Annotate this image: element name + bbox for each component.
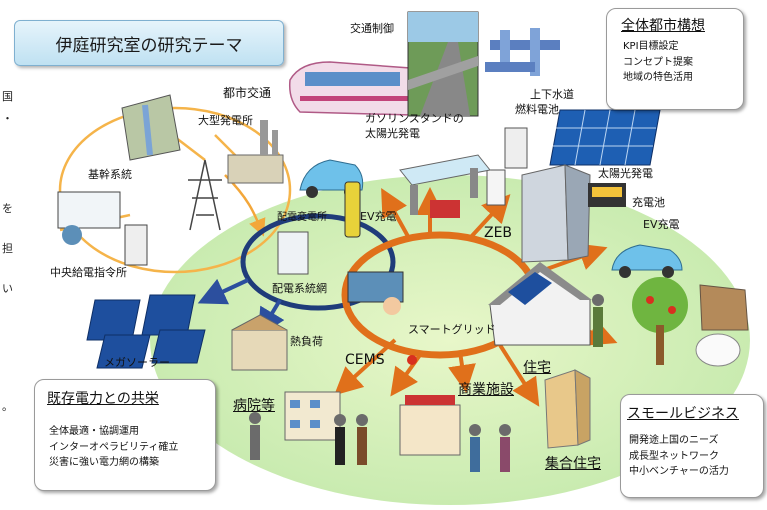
small-business-item: 開発途上国のニーズ: [629, 435, 719, 446]
sg-arrow-zeb: [468, 194, 511, 240]
zeb-side-unit: [486, 169, 506, 206]
gas-station-illustration: [399, 154, 491, 218]
tree-illustration: [632, 277, 688, 365]
house-illustration: [488, 262, 592, 346]
edge-char-1: 国: [2, 90, 13, 103]
label-water-supply: 上下水道: [530, 88, 574, 101]
small-business-item: 中小ベンチャーの活力: [629, 466, 729, 477]
label-traffic-control: 交通制御: [350, 22, 394, 35]
edge-char-4: 担: [2, 242, 13, 255]
coexistence-item: インターオペラビリティ確立: [49, 441, 179, 453]
solar-panel-illustration: [549, 109, 661, 166]
sg-arrow-commercial: [448, 351, 476, 393]
sg-arrow-ev: [381, 188, 412, 241]
edge-char-5: い: [2, 282, 13, 295]
ev-charger-post: [344, 181, 361, 238]
label-distribution-network: 配電系統網: [272, 282, 327, 295]
chicken-illustration: [695, 284, 749, 367]
label-battery: 充電池: [632, 196, 665, 209]
coexistence-list: 全体最適・協調運用 インターオペラビリティ確立 災害に強い電力網の構築: [49, 424, 178, 471]
small-business-box: スモールビジネス 開発途上国のニーズ 成長型ネットワーク 中小ベンチャーの活力: [620, 394, 764, 498]
apartments-illustration: [544, 369, 591, 449]
dam-illustration: [121, 94, 181, 161]
trunk-grid-ring: [58, 106, 292, 274]
label-substation: 配電変電所: [277, 212, 327, 223]
traffic-control-illustration: [407, 11, 479, 117]
train-illustration: [288, 61, 413, 116]
coexistence-item: 災害に強い電力網の構築: [49, 457, 159, 468]
city-plan-box: 全体都市構想 KPI目標設定 コンセプト提案 地域の特色活用: [606, 8, 744, 110]
coexistence-title: 既存電力との共栄: [47, 391, 159, 407]
label-zeb: ZEB: [484, 225, 513, 241]
heat-load-illustration: [231, 314, 288, 371]
label-ev-charging-1: EV充電: [360, 210, 397, 223]
mega-solar-illustration: [86, 294, 206, 369]
cems-marker: [407, 355, 417, 365]
hospital-illustration: [284, 391, 341, 441]
small-business-title: スモールビジネス: [627, 406, 739, 422]
edge-char-3: を: [2, 202, 13, 215]
arrow-to-mega-solar: [197, 278, 249, 305]
water-pipe-illustration: [485, 28, 560, 76]
label-urban-transport: 都市交通: [223, 86, 272, 100]
edge-char-2: ・: [2, 112, 13, 125]
sg-arrow-apartments: [498, 343, 540, 407]
label-central-dispatch: 中央給電指令所: [50, 266, 127, 279]
label-hospital: 病院等: [233, 398, 275, 414]
ev-car-right: [611, 244, 683, 278]
label-solar-power: 太陽光発電: [598, 167, 653, 180]
city-plan-title: 全体都市構想: [621, 18, 705, 34]
distribution-ring: [240, 213, 396, 311]
label-mega-solar: メガソーラー: [104, 356, 170, 369]
small-business-item: 成長型ネットワーク: [629, 450, 719, 462]
small-business-list: 開発途上国のニーズ 成長型ネットワーク 中小ベンチャーの活力: [629, 433, 729, 480]
power-plant-illustration: [227, 120, 284, 184]
city-plan-list: KPI目標設定 コンセプト提案 地域の特色活用: [623, 39, 693, 86]
substation-cabinet: [277, 231, 309, 275]
page-title: 伊庭研究室の研究テーマ: [14, 20, 284, 66]
label-gas-station-solar-1: ガソリンスタンドの: [365, 112, 464, 125]
label-ev-charging-2: EV充電: [643, 218, 680, 231]
coexistence-box: 既存電力との共栄 全体最適・協調運用 インターオペラビリティ確立 災害に強い電力…: [34, 379, 216, 491]
label-cems: CEMS: [345, 352, 385, 368]
operator-illustration: [347, 271, 404, 315]
pylon-illustration: [188, 159, 222, 231]
label-fuel-cell: 燃料電池: [515, 103, 559, 116]
zeb-building-illustration: [521, 164, 591, 263]
label-heat-load: 熱負荷: [290, 335, 323, 348]
city-plan-item: KPI目標設定: [623, 41, 679, 52]
edge-char-6: 。: [2, 400, 13, 413]
city-plan-item: コンセプト提案: [623, 56, 693, 68]
label-trunk-grid: 基幹系統: [88, 168, 132, 181]
label-apartments: 集合住宅: [545, 456, 601, 472]
label-smart-grid: スマートグリッド: [408, 323, 496, 336]
coexistence-item: 全体最適・協調運用: [49, 426, 139, 437]
label-commercial: 商業施設: [458, 382, 514, 398]
label-large-power-plant: 大型発電所: [198, 114, 253, 127]
commercial-illustration: [399, 395, 461, 456]
people-illustration: [249, 294, 604, 472]
battery-illustration: [588, 183, 626, 207]
label-housing: 住宅: [523, 360, 551, 376]
label-gas-station-solar-2: 太陽光発電: [365, 127, 420, 140]
fuel-cell-illustration: [504, 127, 528, 169]
city-plan-item: 地域の特色活用: [623, 72, 693, 83]
control-room-illustration: [57, 191, 148, 266]
sg-arrow-hospital: [334, 338, 397, 396]
